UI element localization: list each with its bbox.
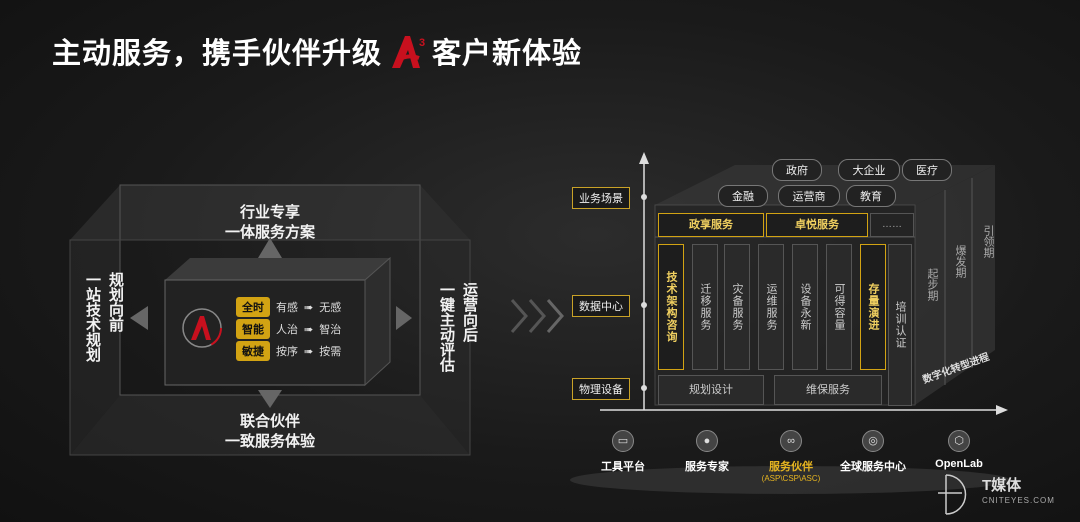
row-zhineng: 智能 人治 ➠ 智治 xyxy=(236,318,341,340)
watermark-url: CNITEYES.COM xyxy=(982,496,1055,505)
cube-left-label: 规划向前 一站技术规划 xyxy=(82,272,126,362)
service-more: …… xyxy=(870,213,914,237)
bottom-item-partners: ∞ 服务伙伴 (ASP\CSP\ASC) xyxy=(746,430,836,483)
column-training: 培训认证 xyxy=(888,244,912,406)
arrow-right-icon: ➠ xyxy=(304,301,314,314)
service-zhuoyue: 卓悦服务 xyxy=(766,213,868,237)
tag-finance: 金融 xyxy=(718,185,768,207)
title-part1: 主动服务，携手伙伴升级 xyxy=(52,38,383,70)
cube-rows: 全时 有感 ➠ 无感 智能 人治 ➠ 智治 敏捷 按序 ➠ 按需 xyxy=(236,296,341,362)
arrow-right-icon: ➠ xyxy=(304,345,314,358)
person-icon: ● xyxy=(696,430,718,452)
row-quanshi: 全时 有感 ➠ 无感 xyxy=(236,296,341,318)
row-from: 人治 xyxy=(276,324,298,336)
cube-right-line1: 运营向后 xyxy=(461,282,478,342)
cube-bottom-line1: 联合伙伴 xyxy=(239,413,300,430)
column-operations: 运维服务 xyxy=(758,244,784,370)
row-from: 有感 xyxy=(276,302,298,314)
column-stock-evolution: 存量演进 xyxy=(860,244,886,370)
bottom-item-label: OpenLab xyxy=(935,458,983,470)
phase-lead: 引领期 xyxy=(982,225,994,258)
axis-label-physical: 物理设备 xyxy=(572,378,630,400)
phase-explosion: 爆发期 xyxy=(954,245,966,278)
bottom-item-label: 工具平台 xyxy=(601,461,645,473)
watermark-logo-icon xyxy=(938,474,967,515)
arrow-right-icon: ➠ xyxy=(304,323,314,336)
title-part2: 客户新体验 xyxy=(432,38,583,70)
service-maintenance: 维保服务 xyxy=(774,375,882,405)
cube-bottom-line2: 一致服务体验 xyxy=(224,433,315,450)
cube-right-label: 运营向后 一键主动评估 xyxy=(436,282,480,372)
row-to: 按需 xyxy=(319,346,342,358)
partners-icon: ∞ xyxy=(780,430,802,452)
bottom-item-global-center: ◎ 全球服务中心 xyxy=(828,430,918,474)
cube-top-label: 行业专享 一体服务方案 xyxy=(215,203,325,243)
monitor-icon: ▭ xyxy=(612,430,634,452)
lab-icon: ⬡ xyxy=(948,430,970,452)
watermark-brand: T媒体 xyxy=(982,477,1022,494)
cube-left-line2: 一站技术规划 xyxy=(84,272,101,362)
tag-operator: 运营商 xyxy=(778,185,840,207)
row-to: 智治 xyxy=(319,324,342,336)
pill-quanshi: 全时 xyxy=(236,297,270,317)
axis-label-business: 业务场景 xyxy=(572,187,630,209)
page-title: 主动服务，携手伙伴升级 3 客户新体验 xyxy=(52,30,582,72)
bottom-item-experts: ● 服务专家 xyxy=(662,430,752,474)
service-zhengxiang: 政享服务 xyxy=(658,213,764,237)
tag-government: 政府 xyxy=(772,159,822,181)
bottom-item-label: 全球服务中心 xyxy=(840,461,906,473)
watermark: T媒体 CNITEYES.COM xyxy=(932,470,1072,516)
bottom-item-tools: ▭ 工具平台 xyxy=(578,430,668,474)
a3-logo-icon: 3 xyxy=(392,36,426,68)
column-capacity: 可得容量 xyxy=(826,244,852,370)
column-tech-arch: 技术架构咨询 xyxy=(658,244,684,370)
bottom-item-sub: (ASP\CSP\ASC) xyxy=(761,474,821,483)
cube-right-line2: 一键主动评估 xyxy=(438,282,455,372)
bottom-item-label: 服务专家 xyxy=(685,461,729,473)
row-to: 无感 xyxy=(319,302,342,314)
cube-left-line1: 规划向前 xyxy=(107,272,124,332)
bottom-item-label: 服务伙伴 xyxy=(769,461,813,473)
column-disaster-recovery: 灾备服务 xyxy=(724,244,750,370)
a3-circle-logo-icon xyxy=(182,308,222,348)
cube-top-line2: 一体服务方案 xyxy=(224,224,315,241)
cube-top-line1: 行业专享 xyxy=(239,204,300,221)
phase-start: 起步期 xyxy=(926,268,938,301)
svg-text:3: 3 xyxy=(419,37,426,49)
globe-icon: ◎ xyxy=(862,430,884,452)
column-migration: 迁移服务 xyxy=(692,244,718,370)
row-minjie: 敏捷 按序 ➠ 按需 xyxy=(236,340,341,362)
service-planning: 规划设计 xyxy=(658,375,764,405)
pill-zhineng: 智能 xyxy=(236,319,270,339)
cube-bottom-label: 联合伙伴 一致服务体验 xyxy=(210,412,330,452)
tag-enterprise: 大企业 xyxy=(838,159,900,181)
row-from: 按序 xyxy=(276,346,298,358)
tag-education: 教育 xyxy=(846,185,896,207)
pill-minjie: 敏捷 xyxy=(236,341,270,361)
axis-label-datacenter: 数据中心 xyxy=(572,295,630,317)
column-device-renewal: 设备永新 xyxy=(792,244,818,370)
bottom-item-openlab: ⬡ OpenLab xyxy=(914,430,1004,470)
tag-medical: 医疗 xyxy=(902,159,952,181)
